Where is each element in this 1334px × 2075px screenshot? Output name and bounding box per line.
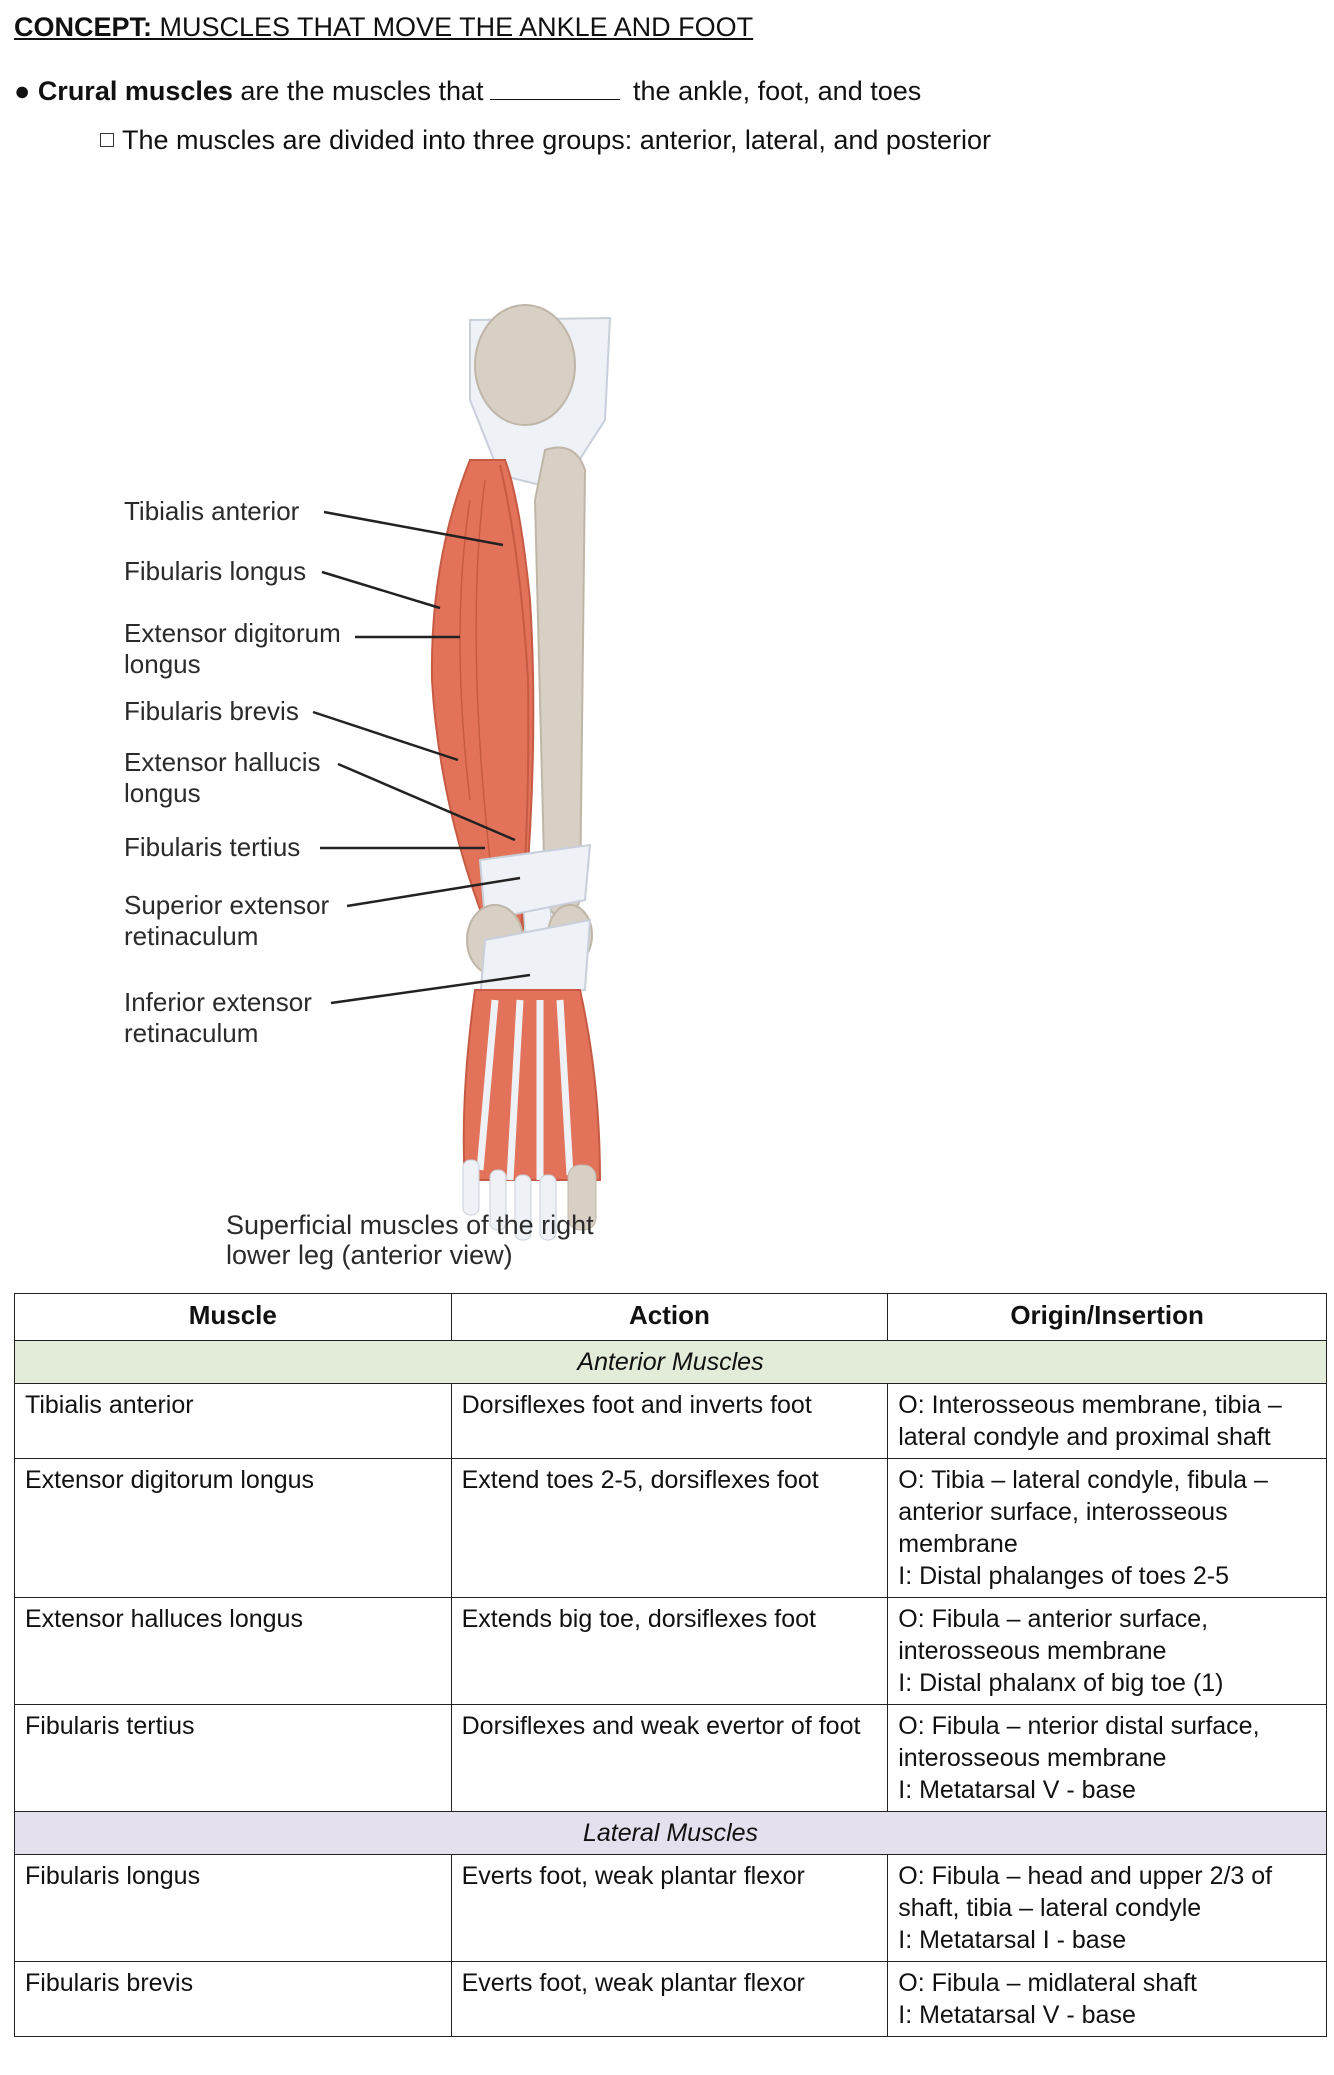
label-superior-extensor: Superior extensor xyxy=(124,890,330,920)
insertion-text: I: Metatarsal V - base xyxy=(898,2001,1136,2029)
insertion-text: I: Metatarsal I - base xyxy=(898,1926,1127,1954)
bullet-dot: ● xyxy=(14,76,38,106)
bullet-text-after: the ankle, foot, and toes xyxy=(625,76,922,106)
bullet-term: Crural muscles xyxy=(37,76,233,106)
muscles-table: Muscle Action Origin/Insertion Anterior … xyxy=(14,1293,1327,2037)
leg-illustration xyxy=(312,304,612,1241)
action-cell: Dorsiflexes and weak evertor of foot xyxy=(450,1704,889,1812)
label-fibularis-brevis: Fibularis brevis xyxy=(124,696,299,726)
action-cell: Extend toes 2-5, dorsiflexes foot xyxy=(450,1458,889,1598)
insertion-text: I: Distal phalanx of big toe (1) xyxy=(898,1669,1224,1697)
table-row: Fibularis brevis Everts foot, weak plant… xyxy=(14,1961,1327,2037)
muscle-cell: Fibularis longus xyxy=(14,1854,452,1962)
table-row: Fibularis tertius Dorsiflexes and weak e… xyxy=(14,1704,1327,1812)
sub-bullet-text: The muscles are divided into three group… xyxy=(122,125,991,155)
label-extensor-digitorum: Extensor digitorum xyxy=(124,618,341,648)
label-inferior-retinaculum: retinaculum xyxy=(124,1018,259,1048)
fill-in-blank[interactable] xyxy=(489,79,620,100)
header-muscle: Muscle xyxy=(14,1293,452,1341)
origin-insertion-cell: O: Fibula – head and upper 2/3 of shaft,… xyxy=(887,1854,1327,1962)
label-extensor-hallucis-longus: longus xyxy=(124,778,201,808)
table-row: Tibialis anterior Dorsiflexes foot and i… xyxy=(14,1383,1327,1459)
anatomy-figure: Tibialis anterior Fibularis longus Exten… xyxy=(0,300,900,1280)
muscle-cell: Tibialis anterior xyxy=(14,1383,452,1459)
origin-insertion-cell: O: Interosseous membrane, tibia – latera… xyxy=(887,1383,1327,1459)
muscle-cell: Extensor halluces longus xyxy=(14,1597,452,1705)
origin-insertion-cell: O: Fibula – midlateral shaft I: Metatars… xyxy=(887,1961,1327,2037)
table-row: Extensor halluces longus Extends big toe… xyxy=(14,1597,1327,1705)
caption-line-1: Superficial muscles of the right xyxy=(226,1210,594,1240)
origin-insertion-cell: O: Fibula – nterior distal surface, inte… xyxy=(887,1704,1327,1812)
action-cell: Everts foot, weak plantar flexor xyxy=(450,1854,889,1962)
bullet-crural: ● Crural muscles are the muscles that th… xyxy=(14,76,921,107)
origin-text: O: Fibula – nterior distal surface, inte… xyxy=(898,1712,1260,1772)
section-title-anterior: Anterior Muscles xyxy=(14,1340,1327,1384)
origin-insertion-cell: O: Fibula – anterior surface, interosseo… xyxy=(887,1597,1327,1705)
table-header-row: Muscle Action Origin/Insertion xyxy=(14,1293,1327,1341)
origin-text: O: Interosseous membrane, tibia – latera… xyxy=(898,1391,1282,1451)
table-row: Extensor digitorum longus Extend toes 2-… xyxy=(14,1458,1327,1598)
concept-prefix: CONCEPT: xyxy=(14,12,153,42)
header-origin-insertion: Origin/Insertion xyxy=(887,1293,1327,1341)
origin-text: O: Fibula – midlateral shaft xyxy=(898,1969,1197,1997)
concept-heading: CONCEPT: MUSCLES THAT MOVE THE ANKLE AND… xyxy=(14,12,753,43)
origin-text: O: Tibia – lateral condyle, fibula – ant… xyxy=(898,1466,1268,1558)
sub-bullet: The muscles are divided into three group… xyxy=(100,125,991,156)
figure-caption: Superficial muscles of the right lower l… xyxy=(226,1210,594,1270)
muscle-cell: Extensor digitorum longus xyxy=(14,1458,452,1598)
section-row-anterior: Anterior Muscles xyxy=(14,1340,1327,1384)
label-extensor-hallucis: Extensor hallucis xyxy=(124,747,321,777)
label-inferior-extensor: Inferior extensor xyxy=(124,987,312,1017)
label-extensor-digitorum-longus: longus xyxy=(124,649,201,679)
square-bullet-icon xyxy=(100,132,114,147)
label-fibularis-longus: Fibularis longus xyxy=(124,556,307,586)
action-cell: Extends big toe, dorsiflexes foot xyxy=(450,1597,889,1705)
section-row-lateral: Lateral Muscles xyxy=(14,1811,1327,1855)
insertion-text: I: Distal phalanges of toes 2-5 xyxy=(898,1562,1229,1590)
muscle-cell: Fibularis tertius xyxy=(14,1704,452,1812)
action-cell: Everts foot, weak plantar flexor xyxy=(450,1961,889,2037)
section-title-lateral: Lateral Muscles xyxy=(14,1811,1327,1855)
caption-line-2: lower leg (anterior view) xyxy=(226,1240,513,1270)
bullet-text-before: are the muscles that xyxy=(232,76,484,106)
table-row: Fibularis longus Everts foot, weak plant… xyxy=(14,1854,1327,1962)
insertion-text: I: Metatarsal V - base xyxy=(898,1776,1136,1804)
muscle-cell: Fibularis brevis xyxy=(14,1961,452,2037)
action-cell: Dorsiflexes foot and inverts foot xyxy=(450,1383,889,1459)
concept-title: MUSCLES THAT MOVE THE ANKLE AND FOOT xyxy=(152,12,754,42)
header-action: Action xyxy=(450,1293,889,1341)
origin-insertion-cell: O: Tibia – lateral condyle, fibula – ant… xyxy=(887,1458,1327,1598)
label-superior-retinaculum: retinaculum xyxy=(124,921,259,951)
origin-text: O: Fibula – head and upper 2/3 of shaft,… xyxy=(898,1862,1273,1922)
label-fibularis-tertius: Fibularis tertius xyxy=(124,832,301,862)
label-tibialis-anterior: Tibialis anterior xyxy=(124,496,300,526)
origin-text: O: Fibula – anterior surface, interosseo… xyxy=(898,1605,1209,1665)
